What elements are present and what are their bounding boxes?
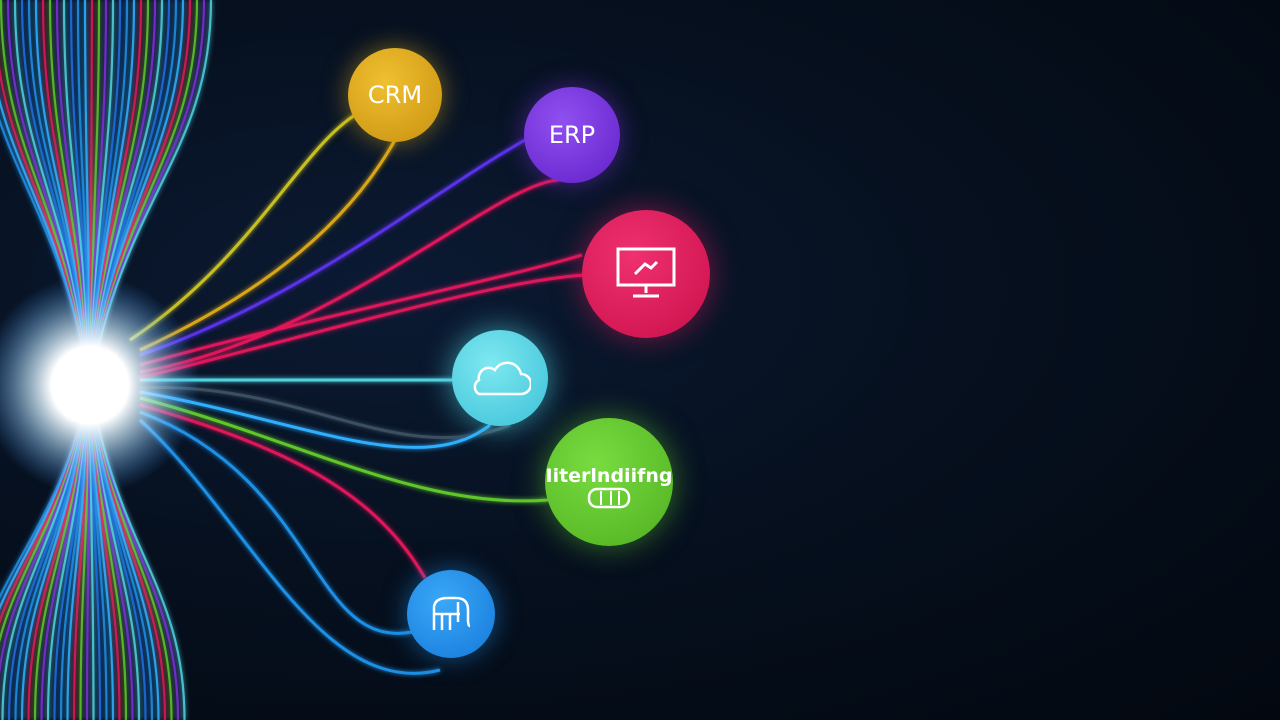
- erp-label: ERP: [548, 121, 596, 149]
- cloud-node[interactable]: [452, 330, 548, 426]
- erp-node[interactable]: ERP: [524, 87, 620, 183]
- node-link: [139, 410, 413, 635]
- device-icon: [587, 487, 631, 509]
- crm-label: CRM: [367, 81, 423, 109]
- monitor-node[interactable]: [582, 210, 710, 338]
- crm-node[interactable]: CRM: [348, 48, 442, 142]
- node-link: [129, 113, 356, 342]
- node-link: [139, 385, 511, 440]
- node-link: [139, 403, 427, 579]
- node-link: [139, 253, 583, 367]
- node-link: [139, 138, 526, 357]
- node-link: [139, 396, 549, 503]
- green-label: Iiterlndiifng: [545, 465, 673, 487]
- green-node[interactable]: Iiterlndiifng: [545, 418, 673, 546]
- node-link: [139, 390, 491, 449]
- node-link: [139, 178, 561, 374]
- monitor-icon: [616, 247, 676, 298]
- blue-node[interactable]: [407, 570, 495, 658]
- node-link: [139, 139, 397, 352]
- hub-glow: [0, 275, 200, 495]
- node-link: [138, 418, 441, 675]
- cloud-icon: [473, 361, 531, 396]
- node-link: [139, 273, 586, 380]
- elephant-icon: [432, 596, 471, 630]
